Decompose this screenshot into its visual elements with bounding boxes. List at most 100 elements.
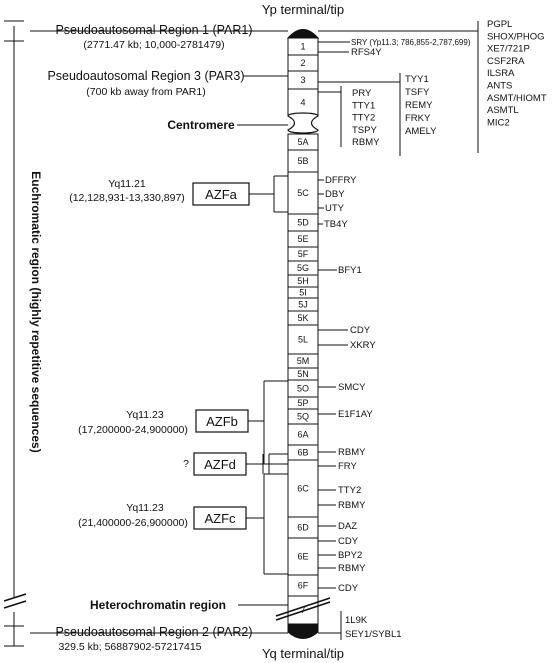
azfa-label: AZFa bbox=[205, 187, 238, 202]
pry-gene-4: RBMY bbox=[352, 137, 380, 148]
tyy-gene-3: FRKY bbox=[405, 113, 431, 124]
band-label-6f: 6F bbox=[298, 581, 309, 591]
gene-rbmy-b: RBMY bbox=[338, 500, 366, 511]
tyy-gene-4: AMELY bbox=[405, 126, 437, 137]
band-label-6c: 6C bbox=[297, 484, 309, 494]
pry-gene-3: TSPY bbox=[352, 125, 377, 136]
centromere-label: Centromere bbox=[167, 118, 235, 132]
gene-smcy: SMCY bbox=[338, 382, 366, 393]
pry-gene-2: TTY2 bbox=[352, 113, 375, 124]
gene-tb4y: TB4Y bbox=[324, 219, 348, 230]
band-label-5m: 5M bbox=[297, 356, 310, 366]
band-label-6a: 6A bbox=[297, 430, 308, 440]
band-label-6b: 6B bbox=[297, 448, 308, 458]
band-label-6e: 6E bbox=[297, 552, 308, 562]
par1-gene-0: PGPL bbox=[487, 19, 512, 30]
azfb-label: AZFb bbox=[206, 414, 238, 429]
gene-cdy-a: CDY bbox=[350, 325, 371, 336]
azfa-range: (12,128,931-13,330,897) bbox=[69, 192, 185, 204]
band-label-5e: 5E bbox=[297, 234, 308, 244]
centromere-shape bbox=[287, 112, 319, 134]
band-label-5d: 5D bbox=[297, 218, 309, 228]
gene-uty: UTY bbox=[325, 203, 345, 214]
band-label-5k: 5K bbox=[297, 313, 308, 323]
yq-tip-cap bbox=[287, 623, 319, 639]
par1-gene-7: ASMTL bbox=[487, 105, 519, 116]
par1-name: Pseudoautosomal Region 1 (PAR1) bbox=[55, 23, 252, 37]
azfa-locus: Yq11.21 bbox=[108, 178, 146, 190]
gene-e1f1ay: E1F1AY bbox=[338, 409, 373, 420]
par3-name: Pseudoautosomal Region 3 (PAR3) bbox=[47, 69, 244, 83]
chrom-break-line-1 bbox=[275, 597, 331, 617]
par1-gene-8: MIC2 bbox=[487, 117, 510, 128]
band-label-5q: 5Q bbox=[297, 412, 309, 422]
gene-sey1: SEY1/SYBL1 bbox=[345, 629, 402, 640]
band-label-5j: 5J bbox=[298, 300, 308, 310]
euchromatic-label: Euchromatic region (highly repetitive se… bbox=[29, 171, 43, 452]
gene-rbmy-c: RBMY bbox=[338, 563, 366, 574]
gene-1l9k: 1L9K bbox=[345, 615, 368, 626]
par1-gene-2: XE7/721P bbox=[487, 44, 530, 55]
gene-fry: FRY bbox=[338, 461, 357, 472]
yp-terminal-label: Yp terminal/tip bbox=[262, 2, 344, 17]
pry-gene-1: TTY1 bbox=[352, 100, 375, 111]
par2-detail: 329.5 kb; 56887902-57217415 bbox=[58, 641, 201, 653]
tyy-gene-2: REMY bbox=[405, 100, 433, 111]
azfd-prefix: ? bbox=[183, 458, 189, 470]
par1-gene-6: ASMT/HIOMT bbox=[487, 93, 547, 104]
par1-gene-1: SHOX/PHOG bbox=[487, 31, 545, 42]
azfb-locus: Yq11.23 bbox=[126, 409, 164, 421]
tyy-gene-1: TSFY bbox=[405, 87, 430, 98]
band-label-5c: 5C bbox=[297, 188, 309, 198]
gene-bpy2: BPY2 bbox=[338, 550, 362, 561]
par1-gene-list: PGPLSHOX/PHOGXE7/721PCSF2RAILSRAANTSASMT… bbox=[487, 19, 547, 128]
band-label-4: 4 bbox=[300, 98, 305, 108]
gene-rfs4y: RFS4Y bbox=[351, 47, 382, 58]
band-label-7: 7 bbox=[300, 605, 305, 615]
gene-xkry: XKRY bbox=[350, 340, 376, 351]
par1-gene-5: ANTS bbox=[487, 81, 512, 92]
chromosome-bands: 12345A5B5C5D5E5F5G5H5I5J5K5L5M5N5O5P5Q6A… bbox=[287, 37, 319, 625]
band-label-5o: 5O bbox=[297, 384, 309, 394]
par1-gene-4: ILSRA bbox=[487, 68, 515, 79]
tyy-gene-0: TYY1 bbox=[405, 74, 429, 85]
gene-daz: DAZ bbox=[338, 521, 357, 532]
band-label-5b: 5B bbox=[297, 156, 308, 166]
par1-detail: (2771.47 kb; 10,000-2781479) bbox=[83, 39, 224, 51]
gene-bfy1: BFY1 bbox=[338, 265, 362, 276]
yq-terminal-label: Yq terminal/tip bbox=[262, 646, 344, 661]
band-label-6d: 6D bbox=[297, 523, 309, 533]
band-4 bbox=[287, 88, 319, 117]
band-label-1: 1 bbox=[300, 42, 305, 52]
band-label-5i: 5I bbox=[299, 288, 307, 298]
gene-dby: DBY bbox=[325, 189, 345, 200]
pry-gene-0: PRY bbox=[352, 88, 372, 99]
azfd-label: AZFd bbox=[204, 457, 236, 472]
band-label-5f: 5F bbox=[298, 249, 309, 259]
band-label-5n: 5N bbox=[297, 369, 309, 379]
region-bar-ticks bbox=[3, 20, 27, 647]
band-label-5h: 5H bbox=[297, 276, 309, 286]
sry-label: SRY (Yp11.3; 786,855-2,787,699) bbox=[351, 38, 471, 47]
gene-cdy-c: CDY bbox=[338, 583, 359, 594]
band-label-5l: 5L bbox=[298, 335, 308, 345]
par3-detail: (700 kb away from PAR1) bbox=[86, 86, 205, 98]
chrom-break-line-2 bbox=[275, 601, 331, 621]
gene-dffry: DFFRY bbox=[325, 175, 357, 186]
band-label-3: 3 bbox=[300, 75, 305, 85]
gene-rbmy-a: RBMY bbox=[338, 447, 366, 458]
azfc-range: (21,400000-26,900000) bbox=[78, 517, 188, 529]
par1-gene-3: CSF2RA bbox=[487, 56, 525, 67]
band-6e bbox=[287, 537, 319, 576]
band-label-5p: 5P bbox=[297, 398, 308, 408]
heterochromatin-label: Heterochromatin region bbox=[90, 598, 226, 612]
azfc-locus: Yq11.23 bbox=[126, 502, 164, 514]
gene-cdy-b: CDY bbox=[338, 536, 359, 547]
azfc-label: AZFc bbox=[204, 511, 236, 526]
par2-name: Pseudoautosomal Region 2 (PAR2) bbox=[55, 625, 252, 639]
gene-tty2: TTY2 bbox=[338, 485, 361, 496]
azfb-range: (17,200000-24,900000) bbox=[78, 424, 188, 436]
band-label-5g: 5G bbox=[297, 263, 309, 273]
